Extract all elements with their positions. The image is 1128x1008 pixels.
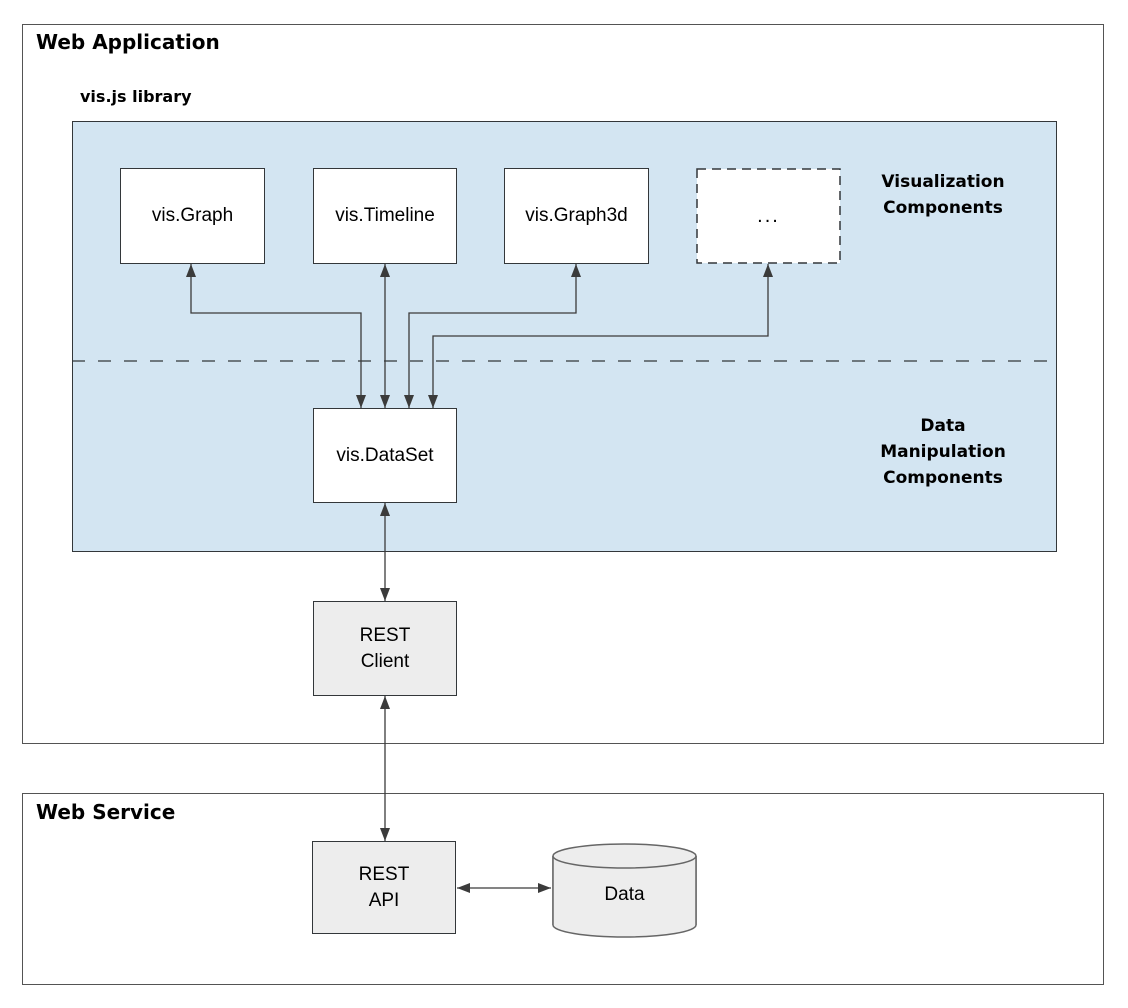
visualization-components-label: Visualization Components: [843, 169, 1043, 221]
web-application-title: Web Application: [36, 30, 220, 54]
node-rest-api-label: REST API: [359, 862, 410, 914]
rest-api-line1: REST: [358, 863, 410, 885]
node-vis-dataset: vis.DataSet: [313, 408, 457, 503]
node-vis-timeline: vis.Timeline: [313, 168, 457, 264]
rest-client-line1: REST: [359, 624, 411, 646]
node-more-components-label: ...: [757, 205, 780, 227]
node-vis-graph: vis.Graph: [120, 168, 265, 264]
visualization-label-line2: Components: [883, 198, 1003, 218]
visjs-library-label: vis.js library: [80, 87, 192, 106]
node-rest-client: REST Client: [313, 601, 457, 696]
rest-api-line2: API: [368, 889, 400, 911]
data-store-label: Data: [604, 884, 645, 905]
data-manipulation-label-line1: Data: [920, 416, 966, 436]
node-vis-graph3d: vis.Graph3d: [504, 168, 649, 264]
node-rest-api: REST API: [312, 841, 456, 934]
rest-client-line2: Client: [360, 650, 410, 672]
node-rest-client-label: REST Client: [360, 623, 411, 675]
node-more-components: ...: [696, 168, 841, 264]
node-vis-graph3d-label: vis.Graph3d: [525, 205, 628, 226]
data-store-cylinder: [552, 843, 697, 938]
data-manipulation-label-line3: Components: [883, 468, 1003, 488]
node-vis-dataset-label: vis.DataSet: [336, 444, 434, 466]
web-service-title: Web Service: [36, 800, 176, 824]
node-vis-graph-label: vis.Graph: [151, 205, 234, 226]
dashed-border: [696, 168, 841, 264]
node-vis-timeline-label: vis.Timeline: [335, 205, 435, 226]
data-manipulation-components-label: Data Manipulation Components: [843, 413, 1043, 491]
visualization-label-line1: Visualization: [881, 172, 1005, 192]
data-manipulation-label-line2: Manipulation: [880, 442, 1006, 462]
